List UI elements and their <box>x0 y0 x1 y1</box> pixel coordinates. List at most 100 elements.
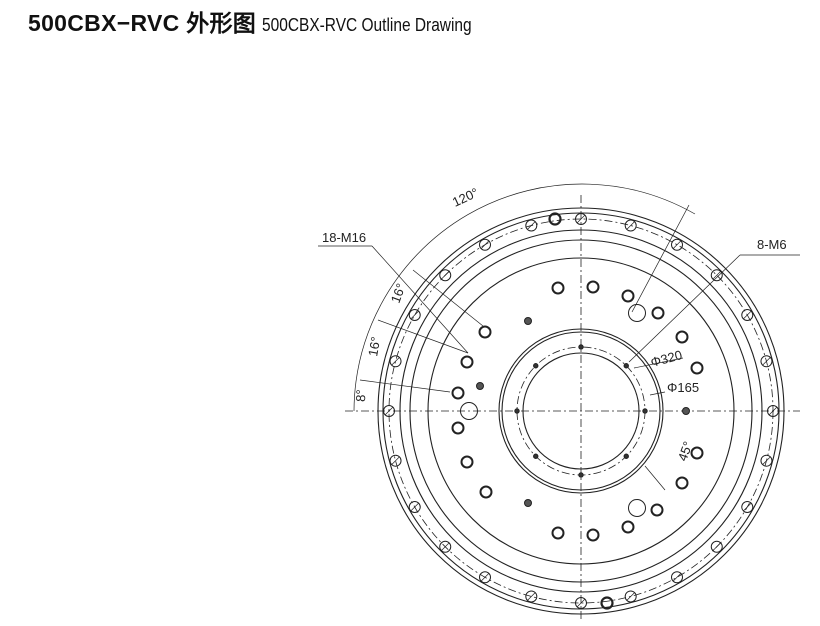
m16-hole <box>650 503 664 517</box>
m16-hole <box>451 421 465 435</box>
dimension-labels: 18-M16 8-M6 120° 16° 16° 8° 45° Φ320 Φ16… <box>322 185 787 463</box>
hole-mark <box>440 270 450 280</box>
m16-hole <box>621 520 635 534</box>
hole-mark <box>391 357 400 366</box>
small-hole <box>524 499 532 507</box>
pin-hole <box>460 402 478 420</box>
outer-bolt-hole <box>624 219 637 232</box>
hole-mark <box>440 542 450 552</box>
hole-mark <box>384 406 394 416</box>
m16-hole <box>621 289 635 303</box>
dim-dia-320: Φ320 <box>649 347 684 370</box>
m16-hole <box>551 526 565 540</box>
leader-8-m6 <box>628 254 741 363</box>
m6-hole <box>578 472 584 478</box>
outer-bolt-hole <box>767 405 779 417</box>
outer-bolt-hole <box>389 355 402 368</box>
leader-dia-320 <box>633 357 684 369</box>
title-chinese: 500CBX−RVC 外形图 <box>28 10 257 36</box>
arc-120-deg <box>353 183 696 412</box>
outer-bolt-hole <box>671 238 683 251</box>
m16-hole <box>675 476 689 490</box>
hole-mark <box>576 214 586 224</box>
m16-hole <box>479 485 493 499</box>
m16-hole <box>690 361 704 375</box>
hole-mark <box>712 270 722 280</box>
m16-hole <box>460 455 474 469</box>
title-english: 500CBX-RVC Outline Drawing <box>262 15 472 35</box>
leader-18-m16 <box>371 245 469 354</box>
hole-mark <box>712 542 722 552</box>
m6-hole <box>533 363 539 369</box>
leader-120 <box>631 204 690 313</box>
hole-mark <box>672 573 682 582</box>
callout-18-m16: 18-M16 <box>322 230 366 245</box>
tapped-hole <box>600 596 614 610</box>
outer-bolt-hole <box>575 213 587 225</box>
m16-hole <box>478 325 492 339</box>
small-hole <box>524 317 532 325</box>
ext-line-45 <box>644 465 666 491</box>
ext-line-16a <box>412 269 484 327</box>
outer-bolt-hole <box>408 501 421 513</box>
outer-bolt-hole <box>383 405 395 417</box>
outer-bolt-hole <box>710 269 723 282</box>
m6-hole <box>642 408 648 414</box>
outer-bolt-hole <box>525 219 538 232</box>
hole-mark <box>626 221 635 230</box>
hole-mark <box>527 221 536 230</box>
hole-mark <box>762 456 771 465</box>
m6-hole <box>533 453 539 459</box>
pin-hole <box>628 499 646 517</box>
outer-bolt-hole <box>760 454 773 467</box>
ext-line-16b <box>377 319 469 354</box>
outer-bolt-hole <box>741 501 754 513</box>
hole-mark <box>480 240 490 249</box>
hole-mark <box>762 357 771 366</box>
dim-16-deg-a: 16° <box>388 281 409 305</box>
hole-mark <box>672 240 682 249</box>
m16-hole <box>651 306 665 320</box>
hole-mark <box>410 502 419 512</box>
dim-8-deg: 8° <box>353 389 368 402</box>
m16-hole <box>586 528 600 542</box>
small-hole <box>682 407 690 415</box>
tapped-hole <box>548 212 562 226</box>
outer-bolt-hole <box>525 590 538 603</box>
outer-bolt-hole <box>575 597 587 609</box>
m6-hole <box>623 453 629 459</box>
small-hole <box>476 382 484 390</box>
m6-hole <box>514 408 520 414</box>
m6-hole <box>578 344 584 350</box>
m16-hole <box>551 281 565 295</box>
outer-bolt-hole <box>439 540 452 553</box>
hole-mark <box>410 310 419 320</box>
outer-bolt-hole <box>479 571 491 584</box>
m16-hole <box>675 330 689 344</box>
hole-mark <box>391 456 400 465</box>
hole-mark <box>480 573 490 582</box>
m6-hole <box>623 363 629 369</box>
hole-mark <box>576 598 586 608</box>
m16-hole <box>586 280 600 294</box>
leader-dia-165 <box>649 391 666 396</box>
outer-bolt-hole <box>760 355 773 368</box>
dim-120-deg: 120° <box>450 185 481 210</box>
outer-bolt-hole <box>671 571 683 584</box>
hole-mark <box>743 502 752 512</box>
m16-hole <box>451 386 465 400</box>
hole-mark <box>768 406 778 416</box>
dim-45-deg: 45° <box>675 439 696 463</box>
outer-bolt-hole <box>741 309 754 321</box>
outer-bolt-hole <box>479 238 491 251</box>
pin-hole <box>628 304 646 322</box>
ext-line-8 <box>359 379 451 393</box>
hole-mark <box>527 592 536 601</box>
outer-bolt-hole <box>408 309 421 321</box>
hole-mark <box>626 592 635 601</box>
outer-bolt-hole <box>389 454 402 467</box>
m16-hole <box>460 355 474 369</box>
m16-hole <box>690 446 704 460</box>
